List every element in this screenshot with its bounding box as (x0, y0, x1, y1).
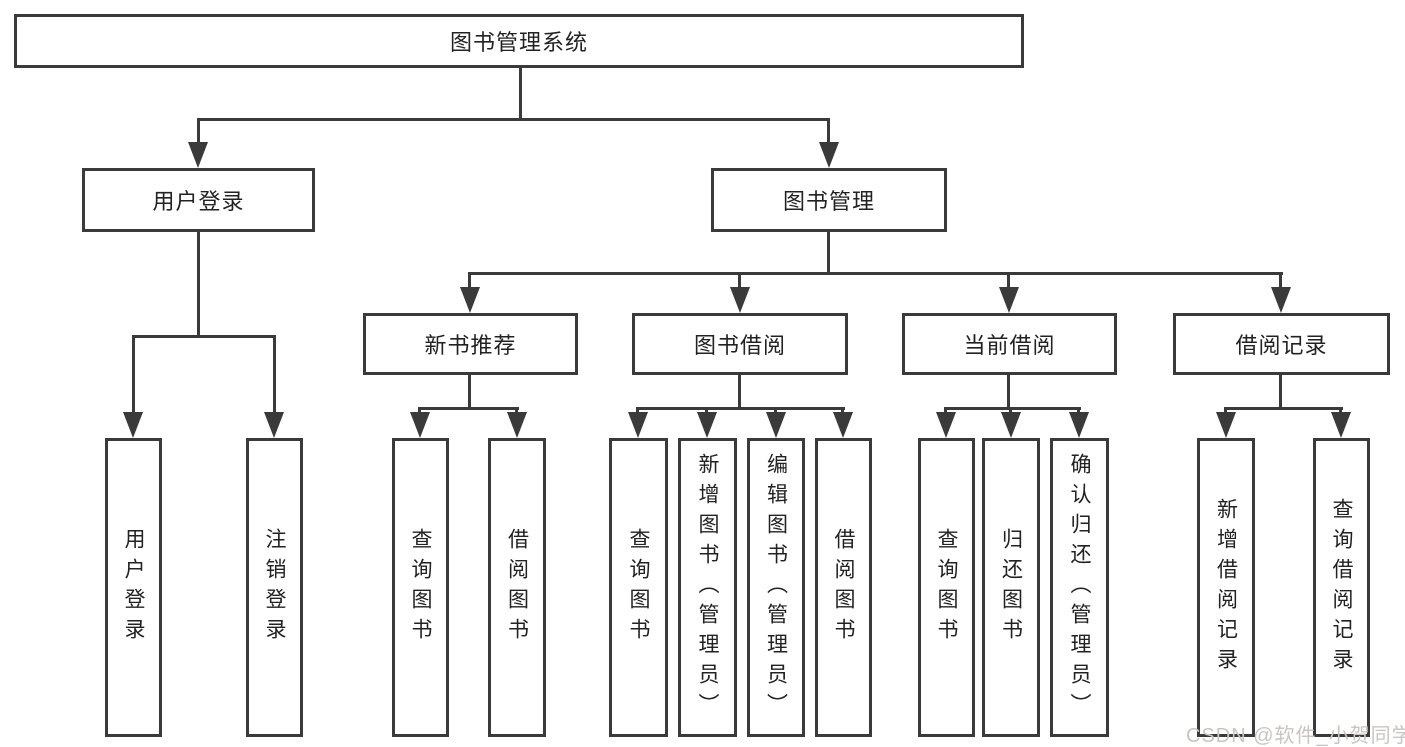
connector-line (738, 272, 741, 289)
leaf-newbook-borrow: 借阅图书 (488, 438, 546, 737)
connector-line (519, 67, 522, 121)
connector-line (1339, 407, 1342, 415)
connector-line (944, 407, 1081, 410)
leaf-record-add: 新增借阅记录 (1197, 438, 1255, 737)
arrow-down-icon (507, 412, 527, 438)
node-label: 查询图书 (935, 527, 958, 648)
arrow-down-icon (628, 412, 648, 438)
connector-line (197, 118, 200, 145)
connector-line (468, 272, 471, 289)
arrow-down-icon (730, 287, 750, 313)
leaf-current-return: 归还图书 (982, 438, 1040, 737)
leaf-user-login: 用户登录 (105, 438, 162, 737)
node-label: 当前借阅 (963, 333, 1056, 358)
arrow-down-icon (460, 287, 480, 313)
connector-line (944, 407, 947, 415)
leaf-borrow-edit-admin: 编辑图书（管理员） (747, 438, 805, 737)
watermark: CSDN @软件_小贺同学 (1186, 725, 1405, 747)
arrow-down-icon (123, 412, 143, 438)
leaf-newbook-query: 查询图书 (392, 438, 449, 737)
arrow-down-icon (1069, 412, 1089, 438)
node-label: 借阅图书 (505, 527, 529, 648)
arrow-down-icon (188, 142, 208, 168)
connector-line (1007, 375, 1010, 409)
connector-line (197, 232, 200, 338)
node-label: 注销登录 (263, 527, 286, 648)
connector-line (774, 407, 777, 415)
connector-line (468, 272, 1283, 275)
node-label: 图书管理 (782, 189, 875, 214)
leaf-borrow-add-admin: 新增图书（管理员） (678, 438, 737, 737)
arrow-down-icon (999, 287, 1019, 313)
arrow-down-icon (697, 412, 717, 438)
node-label: 借阅图书 (832, 527, 855, 648)
connector-line (1007, 272, 1010, 289)
connector-line (1279, 375, 1282, 409)
node-label: 图书借阅 (693, 333, 786, 358)
connector-line (1009, 407, 1012, 415)
node-root: 图书管理系统 (14, 14, 1024, 68)
connector-line (132, 335, 135, 414)
connector-line (705, 407, 708, 415)
node-book-borrow: 图书借阅 (632, 313, 848, 375)
leaf-record-query: 查询借阅记录 (1313, 438, 1370, 737)
connector-line (197, 118, 830, 121)
connector-line (1224, 407, 1343, 410)
connector-line (738, 375, 741, 409)
node-label: 用户登录 (152, 189, 245, 214)
node-current-borrow: 当前借阅 (902, 313, 1117, 375)
connector-line (636, 407, 845, 410)
leaf-current-confirm-admin: 确认归还（管理员） (1050, 438, 1109, 737)
node-label: 编辑图书（管理员） (764, 452, 788, 723)
arrow-down-icon (1331, 412, 1351, 438)
arrow-down-icon (410, 412, 430, 438)
connector-line (419, 407, 519, 410)
node-label: 归还图书 (999, 527, 1023, 648)
node-label: 用户登录 (122, 527, 145, 648)
leaf-logout: 注销登录 (246, 438, 303, 737)
leaf-borrow-query: 查询图书 (609, 438, 668, 737)
connector-line (827, 118, 830, 145)
node-label: 新增图书（管理员） (696, 452, 719, 723)
arrow-down-icon (1216, 412, 1236, 438)
connector-line (132, 335, 276, 338)
node-user-login: 用户登录 (82, 168, 315, 232)
connector-line (636, 407, 639, 415)
node-borrow-record: 借阅记录 (1173, 313, 1390, 375)
arrow-down-icon (264, 412, 284, 438)
arrow-down-icon (833, 412, 853, 438)
leaf-borrow-book: 借阅图书 (815, 438, 872, 737)
connector-line (1224, 407, 1227, 415)
node-label: 新增借阅记录 (1214, 497, 1238, 678)
connector-line (273, 335, 276, 414)
node-new-book-recommend: 新书推荐 (363, 313, 578, 375)
arrow-down-icon (766, 412, 786, 438)
arrow-down-icon (1271, 287, 1291, 313)
connector-line (515, 407, 518, 415)
node-label: 新书推荐 (424, 333, 517, 358)
node-label: 查询图书 (409, 527, 432, 648)
arrow-down-icon (1001, 412, 1021, 438)
connector-line (1279, 272, 1282, 289)
connector-line (841, 407, 844, 415)
arrow-down-icon (936, 412, 956, 438)
node-book-management: 图书管理 (711, 168, 947, 232)
node-label: 借阅记录 (1235, 333, 1328, 358)
connector-line (1077, 407, 1080, 415)
connector-line (468, 375, 471, 409)
node-label: 确认归还（管理员） (1068, 452, 1091, 723)
connector-line (827, 232, 830, 274)
connector-line (418, 407, 421, 415)
leaf-current-query: 查询图书 (918, 438, 975, 737)
node-label: 查询借阅记录 (1330, 497, 1353, 678)
node-label: 图书管理系统 (449, 30, 588, 55)
arrow-down-icon (819, 142, 839, 168)
node-label: 查询图书 (627, 527, 650, 648)
